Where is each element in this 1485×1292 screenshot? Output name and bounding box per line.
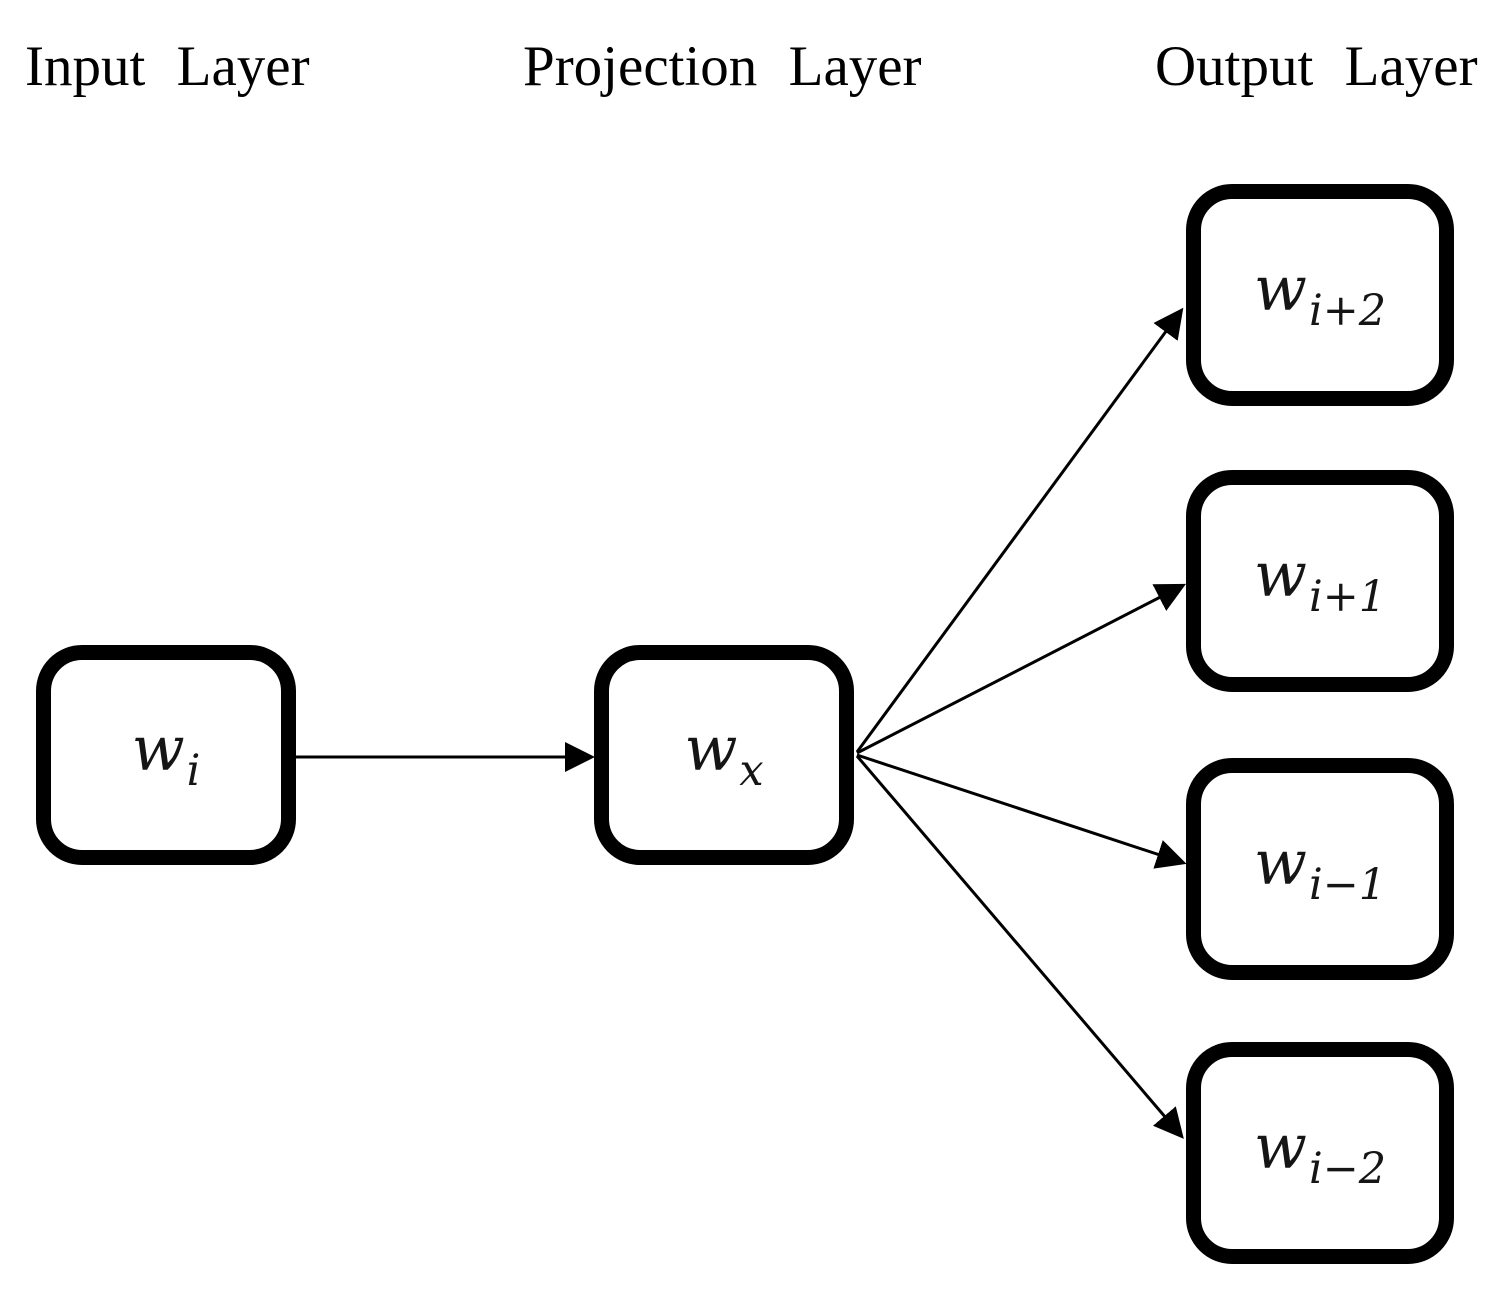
output-node-wi-minus-2: wi−2 — [1186, 1042, 1454, 1264]
node-label-wi-minus-1: wi−1 — [1253, 825, 1387, 910]
output-node-wi-plus-1: wi+1 — [1186, 470, 1454, 692]
edge-wx-to-wi-plus-1 — [856, 583, 1187, 755]
node-label-wi-plus-1: wi+1 — [1253, 537, 1387, 622]
edge-wx-to-wi-minus-2 — [855, 755, 1184, 1139]
edge-wx-to-wi-minus-1 — [856, 753, 1187, 869]
node-label-wi: wi — [131, 711, 201, 796]
output-layer-title: Output Layer — [1155, 35, 1478, 98]
edge-wx-to-wi-plus-2 — [855, 307, 1184, 753]
projection-layer-title: Projection Layer — [523, 35, 922, 98]
input-layer-title: Input Layer — [25, 35, 310, 98]
output-node-wi-plus-2: wi+2 — [1186, 184, 1454, 406]
input-node-wi: wi — [36, 645, 296, 865]
output-node-wi-minus-1: wi−1 — [1186, 758, 1454, 980]
node-label-wi-minus-2: wi−2 — [1253, 1109, 1387, 1194]
node-label-wx: wx — [684, 711, 764, 796]
projection-node-wx: wx — [594, 645, 854, 865]
node-label-wi-plus-2: wi+2 — [1253, 251, 1387, 336]
